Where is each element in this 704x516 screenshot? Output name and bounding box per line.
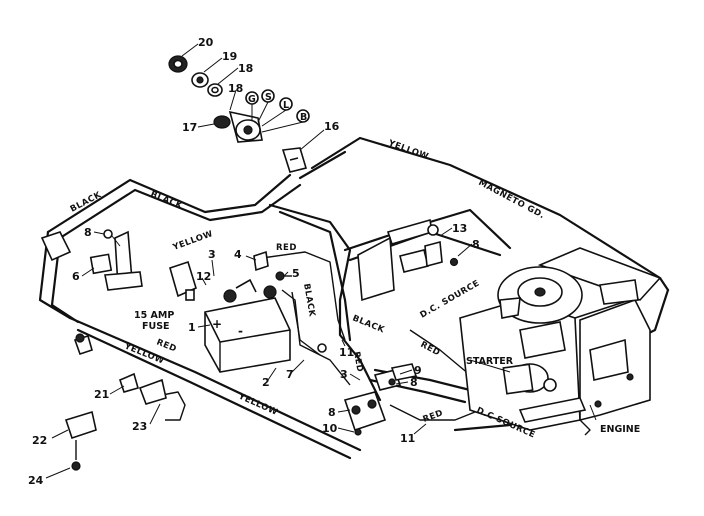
callout-4: 4 bbox=[234, 248, 242, 261]
wire-label-magneto: MAGNETO GD. bbox=[477, 178, 547, 221]
wire-label-yellow-top: YELLOW bbox=[386, 138, 430, 162]
engine-label: ENGINE bbox=[600, 424, 640, 435]
wire-label-black-battery: BLACK bbox=[301, 283, 317, 318]
starter-label: STARTER bbox=[466, 356, 514, 367]
seat-switch-assembly bbox=[64, 333, 167, 471]
component-labels: 15 AMP FUSE STARTER ENGINE bbox=[134, 310, 640, 435]
wire-label-red-top: RED bbox=[276, 243, 297, 253]
wire-label-red-lower: RED bbox=[155, 338, 178, 355]
battery: + - bbox=[204, 278, 291, 373]
terminal-s: S bbox=[265, 92, 272, 103]
callout-19: 19 bbox=[222, 50, 237, 63]
callout-7: 7 bbox=[286, 368, 294, 381]
wire-label-black-mid: BLACK bbox=[351, 314, 386, 336]
terminal-b: B bbox=[300, 112, 307, 123]
callout-24: 24 bbox=[28, 474, 44, 487]
ground-cable-7 bbox=[317, 343, 327, 353]
callout-5: 5 bbox=[292, 267, 300, 280]
callout-21: 21 bbox=[94, 388, 109, 401]
wire-label-black-2: BLACK bbox=[149, 190, 184, 212]
callout-13: 13 bbox=[452, 222, 467, 235]
callout-20: 20 bbox=[198, 36, 214, 49]
engine bbox=[459, 247, 662, 431]
connector-16 bbox=[281, 147, 308, 173]
callout-2: 2 bbox=[262, 376, 270, 389]
callout-11-mid: 11 bbox=[339, 346, 354, 359]
callout-1: 1 bbox=[188, 321, 196, 334]
callout-6: 6 bbox=[72, 270, 80, 283]
bolt-5 bbox=[275, 271, 292, 281]
callout-10: 10 bbox=[322, 422, 338, 435]
fuse-label-line2: FUSE bbox=[142, 321, 170, 332]
fuse-holder bbox=[169, 260, 197, 301]
callout-numbers: 20 19 18 18 17 16 13 8 8 6 3 4 5 12 1 7 … bbox=[28, 36, 480, 487]
wire-label-red-small: RED bbox=[422, 408, 445, 425]
callout-8-mid: 8 bbox=[410, 376, 418, 389]
leader-lines bbox=[45, 43, 597, 479]
callout-17: 17 bbox=[182, 121, 197, 134]
regulator-bracket bbox=[357, 218, 459, 302]
ignition-switch-assembly bbox=[168, 55, 310, 143]
switch-terminals: G S L B bbox=[248, 92, 307, 123]
callout-8-bottom: 8 bbox=[328, 406, 336, 419]
callout-18-top: 18 bbox=[238, 62, 253, 75]
callout-12: 12 bbox=[196, 270, 211, 283]
callout-18-mid: 18 bbox=[228, 82, 243, 95]
callout-11-bottom: 11 bbox=[400, 432, 415, 445]
callout-16: 16 bbox=[324, 120, 340, 133]
battery-plus-label: + bbox=[212, 317, 222, 331]
terminal-l: L bbox=[283, 100, 289, 111]
solenoid-assembly bbox=[343, 363, 418, 436]
terminal-g: G bbox=[248, 94, 256, 105]
wire-label-black-1: BLACK bbox=[69, 190, 104, 215]
callout-22: 22 bbox=[32, 434, 47, 447]
wire-label-red-mid: RED bbox=[351, 351, 364, 373]
callout-23: 23 bbox=[132, 420, 147, 433]
callout-3-top: 3 bbox=[208, 248, 216, 261]
cable-end-4 bbox=[253, 250, 269, 272]
left-switch-assembly bbox=[40, 229, 143, 291]
fuse-label-line1: 15 AMP bbox=[134, 310, 174, 321]
battery-minus-label: - bbox=[238, 324, 243, 338]
wire-label-red-right: RED bbox=[419, 340, 442, 359]
callout-9: 9 bbox=[414, 364, 422, 377]
callout-8-right: 8 bbox=[472, 238, 480, 251]
callout-8-left: 8 bbox=[84, 226, 92, 239]
callout-3-bottom: 3 bbox=[340, 368, 348, 381]
